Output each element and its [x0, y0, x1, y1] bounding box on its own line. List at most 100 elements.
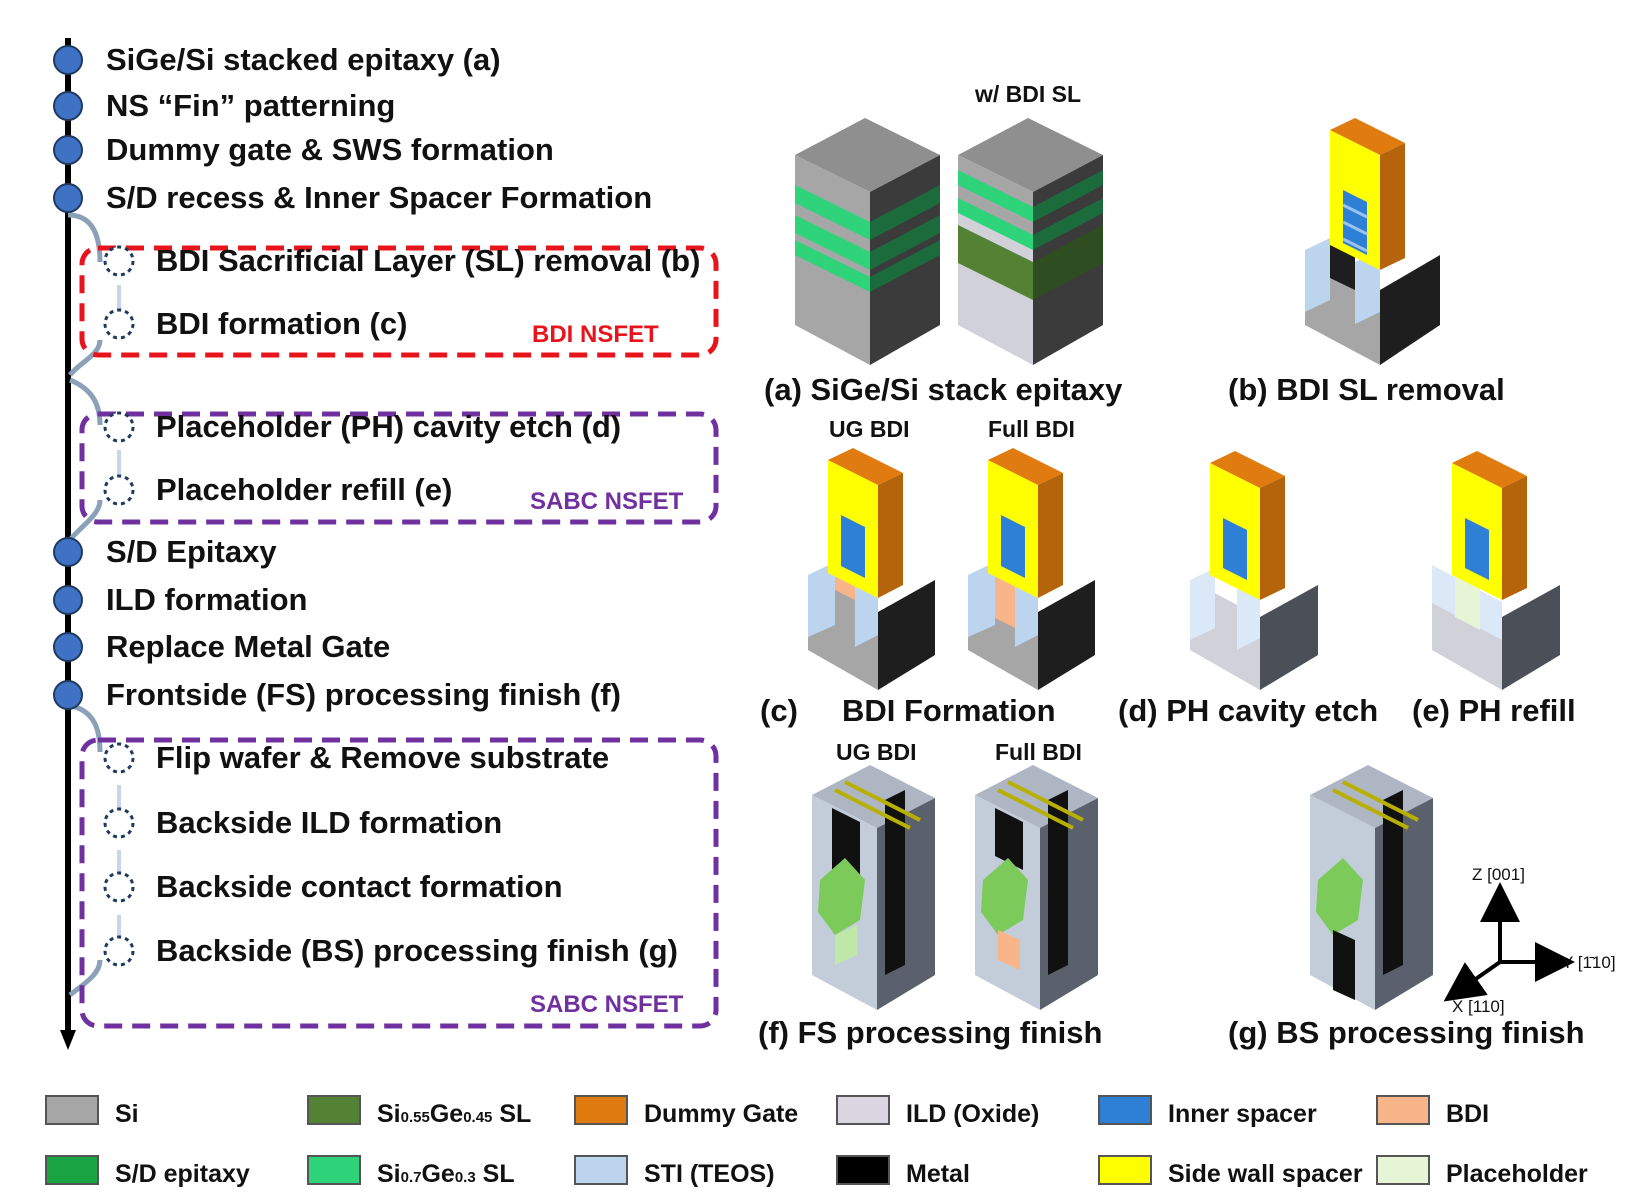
panel-e-caption: (e) PH refill [1412, 693, 1576, 728]
legend-label: Side wall spacer [1168, 1160, 1363, 1188]
flow-step-label: Backside contact formation [156, 869, 563, 904]
legend-item: Inner spacer [1098, 1095, 1317, 1128]
legend-label: STI (TEOS) [644, 1160, 775, 1188]
substep-node [103, 474, 135, 506]
group-box-sabc-back [79, 737, 719, 1029]
legend-item: S/D epitaxy [45, 1155, 250, 1188]
legend-swatch [574, 1095, 628, 1125]
group-tag-sabc-nsfet-front: SABC NSFET [530, 488, 684, 515]
panel-b-caption: (b) BDI SL removal [1228, 372, 1505, 407]
substep-node [103, 245, 135, 277]
flow-step-label: Backside (BS) processing finish (g) [156, 933, 678, 968]
step-node [53, 585, 83, 615]
step-node [53, 680, 83, 710]
legend-label: BDI [1446, 1100, 1489, 1128]
legend-swatch [836, 1155, 890, 1185]
legend: Si Si0.55Ge0.45 SL Dummy Gate ILD (Oxide) In… [45, 1095, 1588, 1188]
axis-y-label: Y [1̄10] [1562, 953, 1616, 972]
flow-step-label: ILD formation [106, 582, 308, 617]
legend-label: Si0.55Ge0.45 SL [377, 1100, 531, 1128]
flow-step-label: Replace Metal Gate [106, 629, 390, 664]
panel-d-device [1190, 451, 1318, 690]
legend-item: Si [45, 1095, 139, 1128]
panel-c-sublabel-left: UG BDI [829, 416, 910, 442]
panel-f-sublabel-right: Full BDI [995, 739, 1082, 765]
legend-item: ILD (Oxide) [836, 1095, 1039, 1128]
panel-g-device [1310, 765, 1433, 1010]
flow-step-label: Backside ILD formation [156, 805, 502, 840]
flow-step-label: SiGe/Si stacked epitaxy (a) [106, 42, 501, 77]
substep-node [103, 871, 135, 903]
timeline-arrowhead [60, 1030, 76, 1050]
legend-swatch [1376, 1155, 1430, 1185]
flow-step-label: Placeholder (PH) cavity etch (d) [156, 409, 621, 444]
legend-label: Dummy Gate [644, 1100, 798, 1128]
legend-item: Dummy Gate [574, 1095, 798, 1128]
panel-f-caption: (f) FS processing finish [758, 1015, 1102, 1050]
panel-c-full-bdi [968, 448, 1095, 690]
panel-f-sublabel-left: UG BDI [836, 739, 917, 765]
substep-node [103, 411, 135, 443]
panel-c-caption: BDI Formation [842, 693, 1056, 728]
panel-d-caption: (d) PH cavity etch [1118, 693, 1378, 728]
substep-node [103, 308, 135, 340]
legend-label: Si [115, 1100, 139, 1128]
legend-swatch [836, 1095, 890, 1125]
flow-step-label: Dummy gate & SWS formation [106, 132, 554, 167]
legend-swatch [1098, 1095, 1152, 1125]
panel-c-ug-bdi [808, 448, 935, 690]
legend-item: Si0.7Ge0.3 SL [307, 1155, 515, 1188]
axis-z-label: Z [001] [1472, 865, 1525, 884]
crystal-axes [1443, 882, 1575, 1002]
step-node [53, 632, 83, 662]
process-flow: SiGe/Si stacked epitaxy (a) NS “Fin” patt… [53, 38, 719, 1050]
panel-c-caption-prefix: (c) [760, 693, 798, 728]
legend-item: Metal [836, 1155, 970, 1188]
legend-label: Placeholder [1446, 1160, 1588, 1188]
legend-label: Inner spacer [1168, 1100, 1317, 1128]
flow-step-label: Placeholder refill (e) [156, 472, 452, 507]
legend-item: BDI [1376, 1095, 1489, 1128]
panel-f-ug-bdi [812, 765, 935, 1010]
panel-g-caption: (g) BS processing finish [1228, 1015, 1585, 1050]
panel-a-sublabel: w/ BDI SL [974, 81, 1081, 107]
panel-c-sublabel-right: Full BDI [988, 416, 1075, 442]
legend-item: Placeholder [1376, 1155, 1588, 1188]
legend-swatch [45, 1095, 99, 1125]
flow-step-label: S/D recess & Inner Spacer Formation [106, 180, 652, 215]
legend-label: Metal [906, 1160, 970, 1188]
legend-swatch [1098, 1155, 1152, 1185]
substep-node [103, 742, 135, 774]
legend-swatch [307, 1095, 361, 1125]
flow-step-label: S/D Epitaxy [106, 534, 277, 569]
panel-a-stack [795, 118, 940, 365]
legend-swatch [307, 1155, 361, 1185]
flow-step-label: Frontside (FS) processing finish (f) [106, 677, 621, 712]
device-illustrations: Z [001] Y [1̄10] X [110] w/ BDI SL (a) S… [758, 81, 1616, 1050]
flow-step-label: NS “Fin” patterning [106, 88, 395, 123]
step-node [53, 135, 83, 165]
panel-f-full-bdi [975, 765, 1098, 1010]
legend-swatch [45, 1155, 99, 1185]
legend-item: STI (TEOS) [574, 1155, 775, 1188]
flow-step-label: BDI formation (c) [156, 306, 407, 341]
step-node [53, 91, 83, 121]
axis-x-label: X [110] [1452, 997, 1505, 1016]
group-tag-sabc-nsfet-back: SABC NSFET [530, 991, 684, 1018]
step-node [53, 45, 83, 75]
step-node [53, 537, 83, 567]
panel-b-device [1305, 118, 1440, 365]
panel-e-device [1432, 451, 1560, 690]
flow-step-label: Flip wafer & Remove substrate [156, 740, 609, 775]
flow-steps: SiGe/Si stacked epitaxy (a) NS “Fin” patt… [106, 42, 700, 968]
group-tag-bdi-nsfet: BDI NSFET [532, 321, 659, 348]
legend-swatch [1376, 1095, 1430, 1125]
flow-step-label: BDI Sacrificial Layer (SL) removal (b) [156, 243, 700, 278]
legend-label: ILD (Oxide) [906, 1100, 1039, 1128]
flow-nodes [53, 45, 135, 967]
panel-a-caption: (a) SiGe/Si stack epitaxy [764, 372, 1123, 407]
legend-swatch [574, 1155, 628, 1185]
legend-label: S/D epitaxy [115, 1160, 250, 1188]
